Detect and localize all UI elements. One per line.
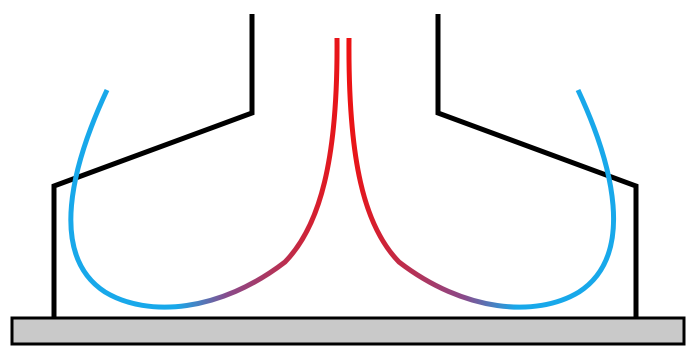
left-outline <box>51 14 255 318</box>
right-outline <box>435 14 639 318</box>
right-flow-curve <box>346 37 617 310</box>
left-flow-curve <box>68 37 340 310</box>
base-plate <box>10 316 686 346</box>
